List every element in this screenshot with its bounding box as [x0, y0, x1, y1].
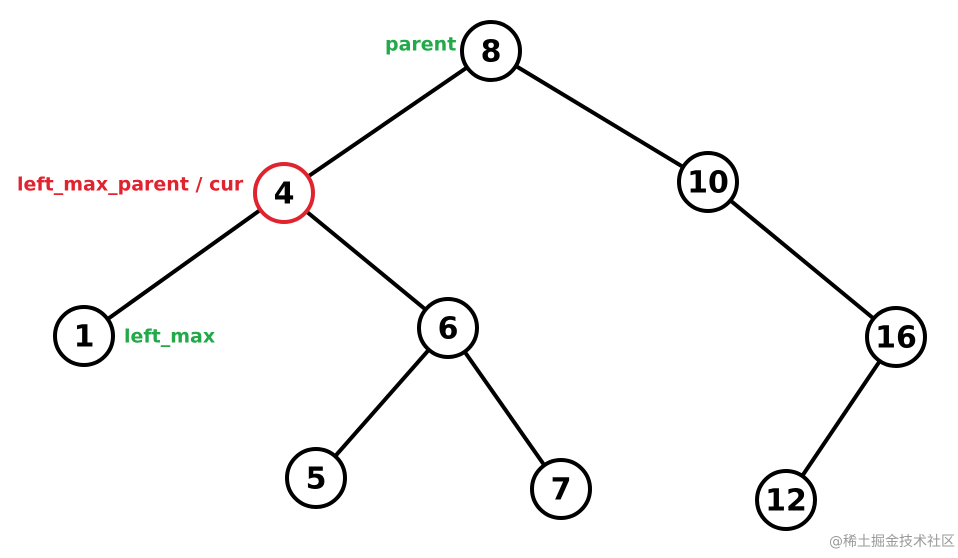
node-circle-1 — [53, 305, 115, 367]
labels-layer: parent left_max_parent / cur left_max — [17, 34, 456, 348]
tree-node-4: 4 — [253, 162, 315, 224]
node-label-4: 4 — [274, 177, 295, 212]
node-circle-6 — [417, 297, 479, 359]
node-circle-16 — [865, 306, 927, 368]
tree-node-10: 10 — [677, 151, 739, 213]
node-label-16: 16 — [875, 321, 917, 356]
node-circle-7 — [530, 458, 592, 520]
tree-node-8: 8 — [460, 20, 522, 82]
node-label-12: 12 — [765, 484, 807, 519]
edge-n4-n6 — [282, 191, 450, 330]
node-label-7: 7 — [551, 473, 572, 508]
annotation-left-max-parent: left_max_parent / cur — [17, 174, 244, 196]
tree-node-16: 16 — [865, 306, 927, 368]
edge-n8-n10 — [489, 49, 710, 184]
edge-n4-n1 — [82, 191, 286, 338]
tree-node-7: 7 — [530, 458, 592, 520]
node-circle-5 — [285, 447, 347, 509]
node-circle-12 — [755, 469, 817, 531]
node-label-5: 5 — [306, 462, 327, 497]
tree-node-6: 6 — [417, 297, 479, 359]
node-circle-10 — [677, 151, 739, 213]
tree-node-5: 5 — [285, 447, 347, 509]
edge-n6-n7 — [446, 326, 563, 491]
node-circle-4 — [253, 162, 315, 224]
node-label-8: 8 — [481, 35, 502, 70]
node-label-10: 10 — [687, 166, 729, 201]
annotation-parent: parent — [385, 34, 456, 56]
tree-node-1: 1 — [53, 305, 115, 367]
node-label-6: 6 — [438, 312, 459, 347]
watermark-text: @稀土掘金技术社区 — [829, 534, 955, 550]
edge-n10-n16 — [706, 180, 898, 339]
edge-n6-n5 — [314, 326, 450, 480]
node-circle-8 — [460, 20, 522, 82]
tree-node-12: 12 — [755, 469, 817, 531]
node-label-1: 1 — [74, 320, 95, 355]
edges-layer — [82, 49, 898, 502]
edge-n8-n4 — [282, 49, 493, 195]
annotation-left-max: left_max — [124, 326, 215, 348]
edge-n16-n12 — [784, 335, 898, 502]
